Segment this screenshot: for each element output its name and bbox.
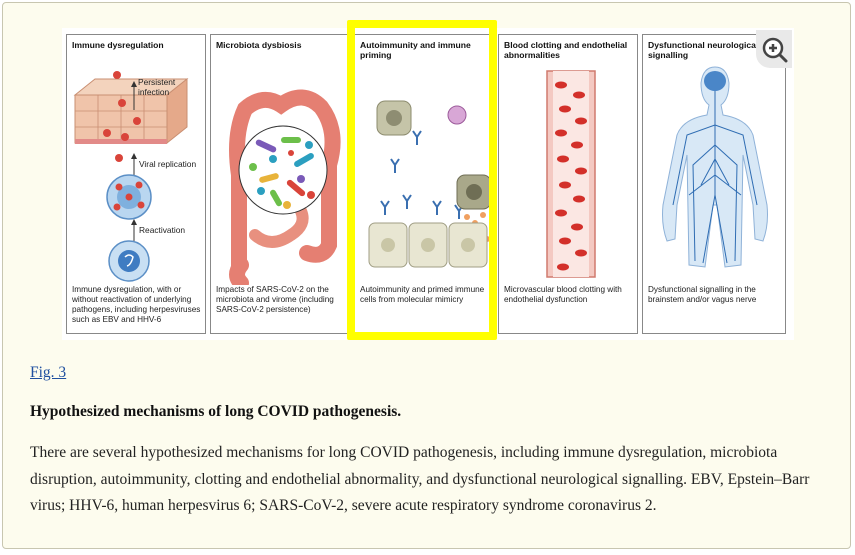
- autoimmunity-illustration: [368, 100, 492, 268]
- panel-caption: Immune dysregulation, with or without re…: [72, 285, 201, 324]
- panel-caption: Dysfunctional signalling in the brainste…: [648, 285, 757, 304]
- zoom-in-icon: [762, 37, 788, 63]
- blood-vessel-illustration: [546, 70, 596, 278]
- label-persistent-infection: Persistent infection: [138, 77, 178, 97]
- figure-title: Hypothesized mechanisms of long COVID pa…: [30, 403, 402, 420]
- label-reactivation: Reactivation: [139, 225, 185, 235]
- label-viral-replication: Viral replication: [139, 159, 196, 169]
- figure-image[interactable]: Immune dysregulation Persistent infectio…: [62, 28, 794, 340]
- panel-neurological-signalling: Dysfunctional neurological signalling Dy…: [642, 34, 786, 334]
- figure-description: There are several hypothesized mechanism…: [30, 444, 810, 514]
- panel-title: Blood clotting and endothelial abnormali…: [504, 40, 628, 60]
- zoom-button[interactable]: [756, 30, 792, 68]
- nervous-system-illustration: [662, 66, 768, 268]
- panel-immune-dysregulation: Immune dysregulation Persistent infectio…: [66, 34, 206, 334]
- panel-microbiota-dysbiosis: Microbiota dysbiosis Impacts of SARS-CoV…: [210, 34, 350, 334]
- panel-autoimmunity: Autoimmunity and immune priming: [354, 34, 494, 334]
- intestine-illustration: [229, 89, 341, 285]
- panel-caption: Microvascular blood clotting with endoth…: [504, 285, 622, 304]
- figure-link[interactable]: Fig. 3: [30, 364, 67, 381]
- panel-caption: Impacts of SARS-CoV-2 on the microbiota …: [216, 285, 334, 314]
- panel-title: Dysfunctional neurological signalling: [648, 40, 759, 60]
- panel-title: Immune dysregulation: [72, 40, 164, 50]
- panel-title: Microbiota dysbiosis: [216, 40, 302, 50]
- panel-title: Autoimmunity and immune priming: [360, 40, 471, 60]
- panel-blood-clotting: Blood clotting and endothelial abnormali…: [498, 34, 638, 334]
- panel-caption: Autoimmunity and primed immune cells fro…: [360, 285, 485, 304]
- immune-dysregulation-illustration: Persistent infection Viral replication R…: [73, 71, 196, 282]
